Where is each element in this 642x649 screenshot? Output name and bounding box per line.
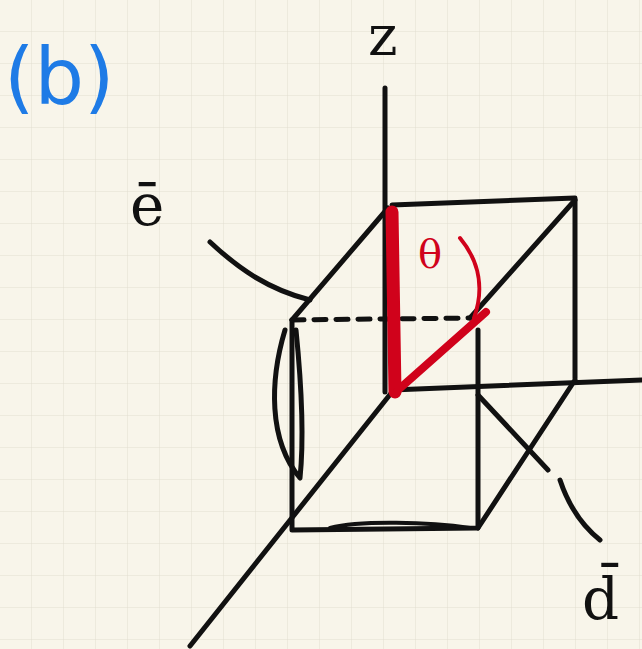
angle-label: θ — [418, 234, 442, 274]
vector-line — [392, 212, 395, 392]
vector-label: d̄ — [582, 570, 619, 628]
angle-arc — [460, 238, 479, 318]
cube-edge — [292, 208, 388, 320]
leader-line — [210, 242, 310, 300]
vector-label: ē — [130, 176, 164, 234]
cube-edge — [470, 200, 575, 318]
vector-line — [398, 312, 486, 390]
axis-label: z — [368, 8, 398, 64]
leader-line — [478, 395, 600, 540]
scribble — [275, 330, 303, 478]
cube-hidden-edge — [292, 318, 470, 320]
cube-edge — [292, 320, 478, 530]
cube-edge — [392, 198, 575, 378]
y-axis — [392, 380, 642, 390]
cube-edge — [478, 380, 575, 528]
cube-edge — [330, 523, 470, 528]
panel-label: (b) — [4, 38, 114, 116]
